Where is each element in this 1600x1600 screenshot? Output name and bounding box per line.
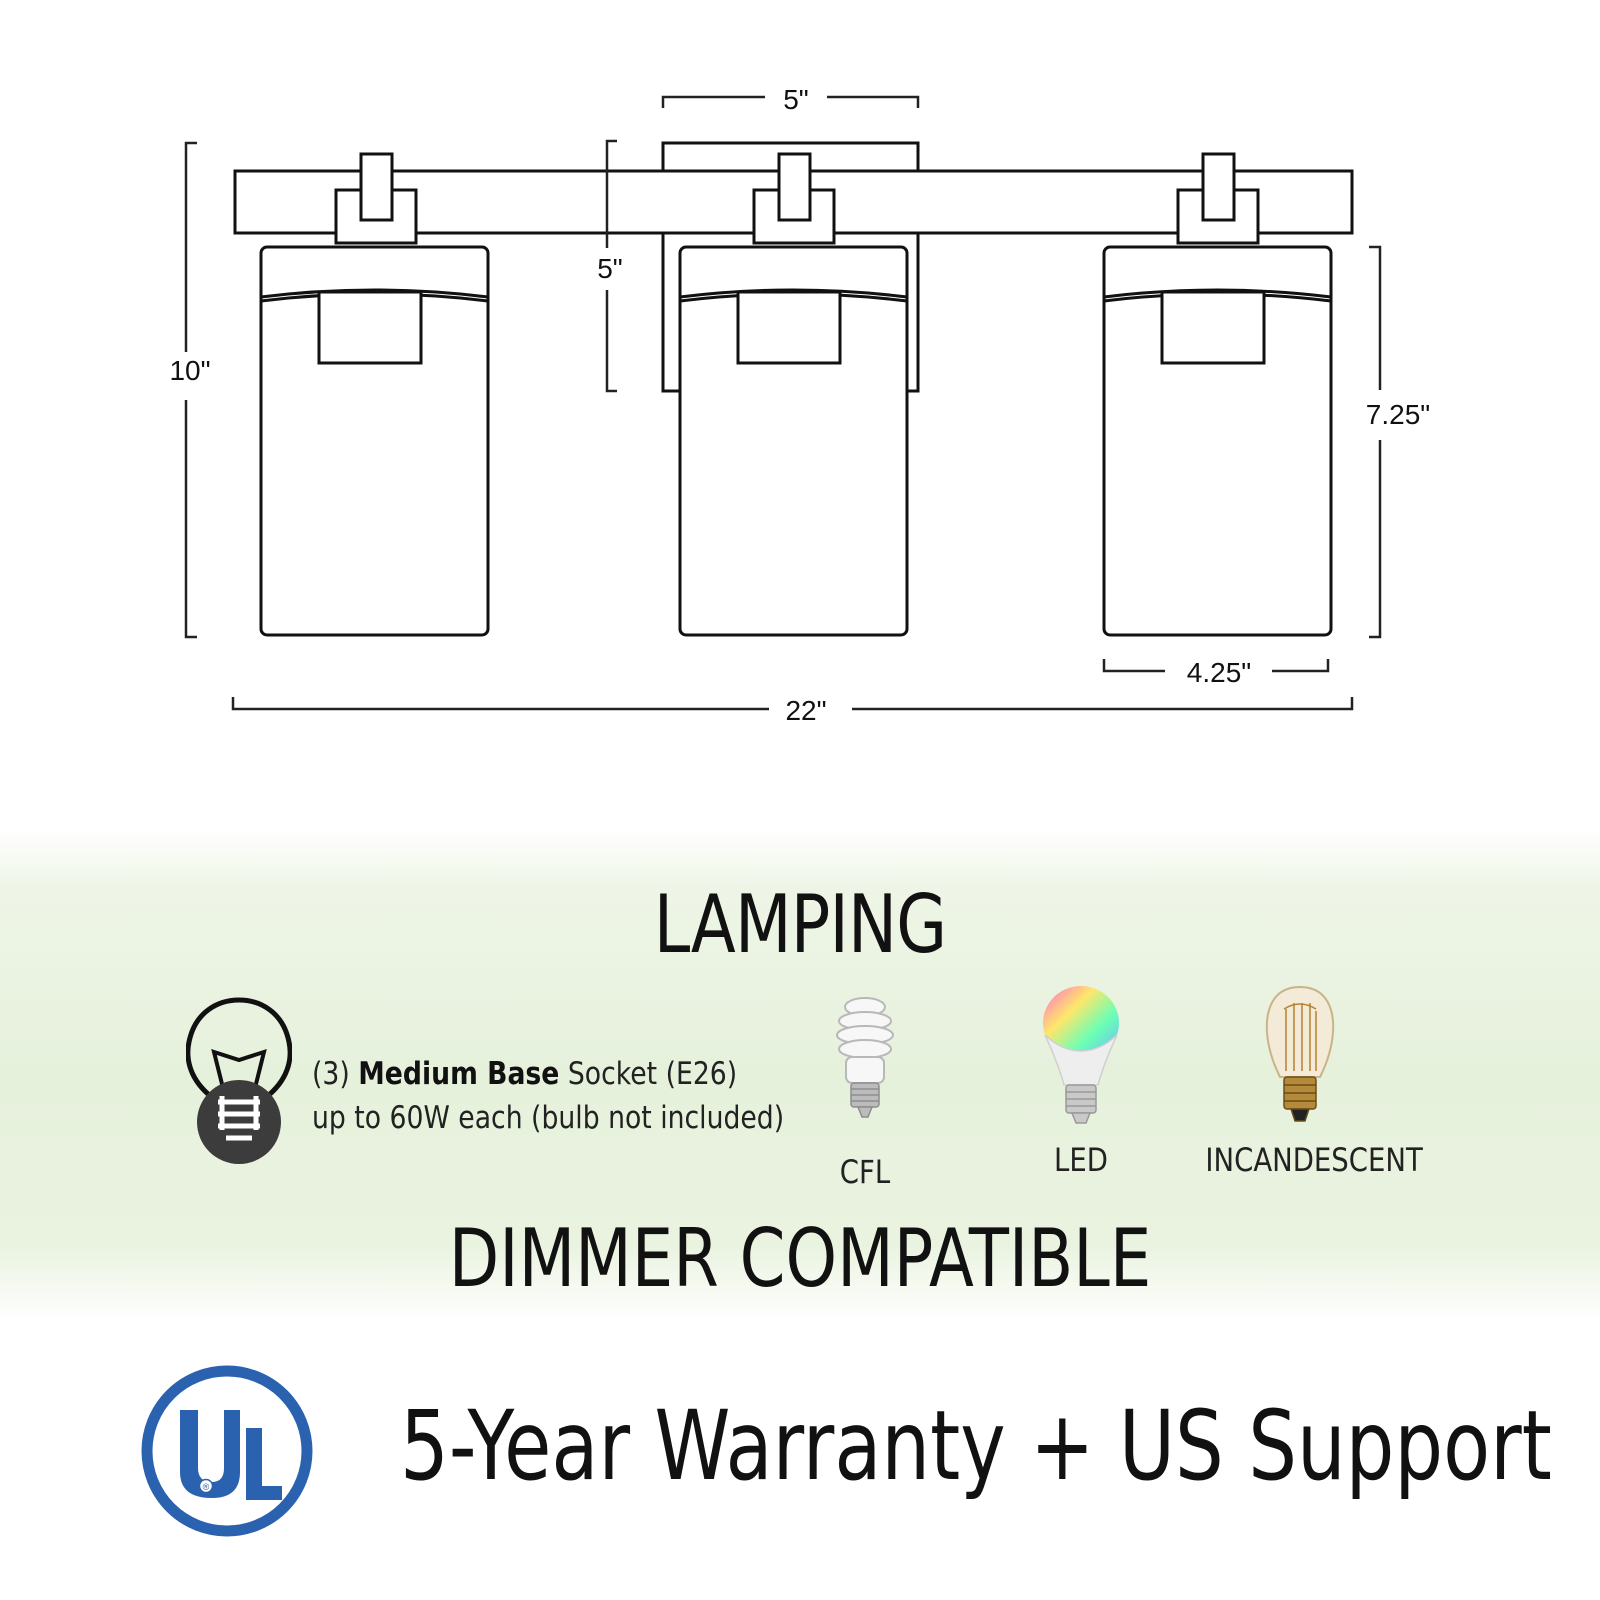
lamping-title: LAMPING [653, 878, 947, 971]
bulb-type-incandescent: INCANDESCENT [1190, 985, 1423, 1179]
socket-spec: (3) Medium Base Socket (E26) up to 60W e… [312, 1052, 784, 1140]
bulb-label-led: LED [1054, 1141, 1108, 1179]
socket-count: (3) [312, 1056, 350, 1092]
dim-canopy-height: 5" [597, 253, 623, 284]
bulb-label-incandescent: INCANDESCENT [1205, 1141, 1423, 1179]
incandescent-bulb-icon [1265, 985, 1335, 1122]
socket-line: (3) Medium Base Socket (E26) [312, 1052, 784, 1096]
lamping-section-background [0, 830, 1600, 1320]
dim-shade-width: 4.25" [1187, 657, 1251, 688]
light-arm-3 [1102, 152, 1333, 637]
ul-certification-logo: ® [141, 1365, 313, 1537]
led-bulb-icon [1043, 986, 1119, 1124]
wattage-note: up to 60W each (bulb not included) [312, 1100, 785, 1136]
dimmer-compatible-title: DIMMER COMPATIBLE [448, 1212, 1152, 1305]
dim-canopy-width: 5" [783, 84, 809, 115]
fixture-dimension-diagram: 5" 5" 10" 7.25" 4.25" 22" [169, 84, 1430, 726]
bulb-socket-icon [186, 997, 292, 1164]
warranty-support-text: 5-Year Warranty + US Support [400, 1390, 1552, 1502]
socket-suffix: Socket (E26) [567, 1056, 738, 1092]
bulb-type-led: LED [1016, 985, 1146, 1179]
dim-overall-width: 22" [785, 695, 826, 726]
svg-text:®: ® [203, 1482, 210, 1492]
light-arm-1 [259, 152, 490, 637]
bulb-type-cfl: CFL [800, 995, 930, 1191]
light-arm-2 [678, 152, 909, 637]
bulb-label-cfl: CFL [839, 1153, 891, 1191]
socket-type: Medium Base [358, 1056, 560, 1092]
dim-shade-height: 7.25" [1366, 399, 1430, 430]
dim-overall-height: 10" [169, 355, 210, 386]
cfl-bulb-icon [836, 997, 894, 1118]
